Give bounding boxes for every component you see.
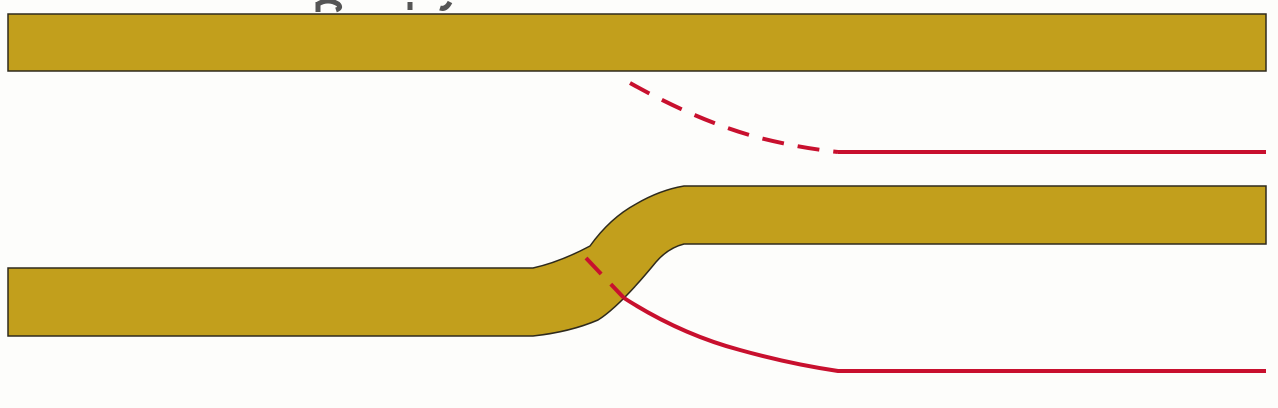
top-band: [7, 13, 1267, 72]
cropped-heading-fragment: [315, 0, 453, 13]
lower-red-solid-curve: [622, 296, 1266, 373]
upper-red-dashed-curve: [629, 81, 839, 154]
cropped-glyph-2: [407, 0, 453, 11]
cropped-glyph-1: [315, 0, 343, 13]
lower-red-dashed-segment: [584, 256, 626, 300]
bottom-bent-band: [7, 185, 1267, 337]
